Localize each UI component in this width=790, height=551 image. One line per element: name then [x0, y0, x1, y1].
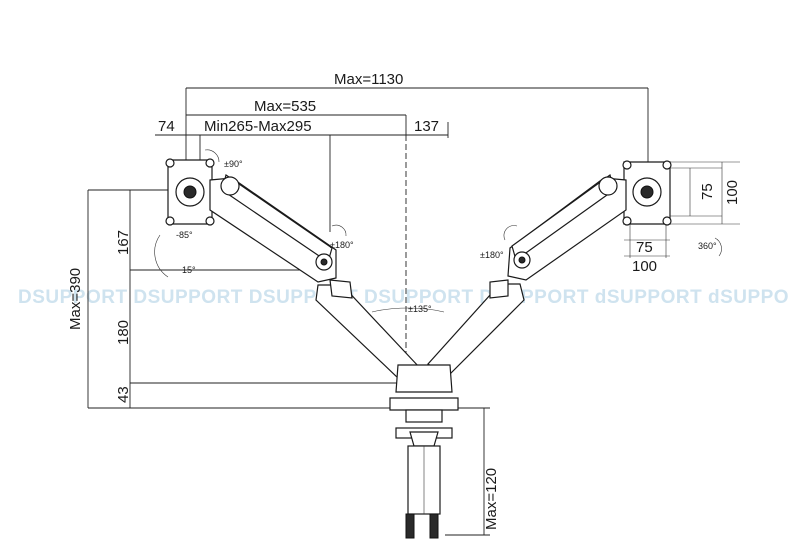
dim-height-base: 43	[115, 386, 132, 403]
watermark-text: DSUPPORT DSUPPORT DSUPPORT DSUPPORT DSUP…	[18, 287, 790, 308]
dim-vesa-h2: 100	[724, 180, 741, 205]
base-rotation-arrow-icon	[371, 307, 445, 313]
dim-height-total: Max=390	[67, 268, 84, 330]
dim-vesa-w1: 75	[636, 239, 653, 256]
center-column	[389, 364, 459, 411]
rotation-full: 360°	[698, 241, 717, 251]
desk-clamp	[395, 409, 453, 539]
right-upper-arm	[503, 174, 627, 281]
dim-left-offset: 74	[158, 118, 175, 135]
rotation-tilt-down: -85°	[176, 230, 193, 240]
left-upper-arm	[209, 174, 347, 283]
dim-range: Min265-Max295	[204, 118, 312, 135]
rotation-swivel-left: ±180°	[330, 240, 354, 250]
top-dimension-lines	[155, 87, 649, 370]
dim-height-middle: 180	[115, 320, 132, 345]
dim-vesa-h1: 75	[699, 183, 716, 200]
dim-right-offset: 137	[414, 118, 439, 135]
dim-height-upper: 167	[115, 230, 132, 255]
rotation-base: ±135°	[408, 304, 432, 314]
rotate-full-arrow-icon	[714, 237, 722, 257]
rotation-tilt-up: ±90°	[224, 159, 243, 169]
dim-max-total: Max=1130	[334, 71, 403, 88]
right-vesa-plate	[622, 160, 672, 226]
dim-max-arm: Max=535	[254, 98, 316, 115]
dim-vesa-w2: 100	[632, 258, 657, 275]
rotation-tilt-small: 15°	[182, 265, 196, 275]
dim-clamp-height: Max=120	[483, 468, 500, 530]
left-dimension-lines	[87, 189, 400, 409]
rotation-swivel-right: ±180°	[480, 250, 504, 260]
left-vesa-plate	[154, 149, 220, 278]
vesa-dimension-lines	[624, 161, 740, 258]
